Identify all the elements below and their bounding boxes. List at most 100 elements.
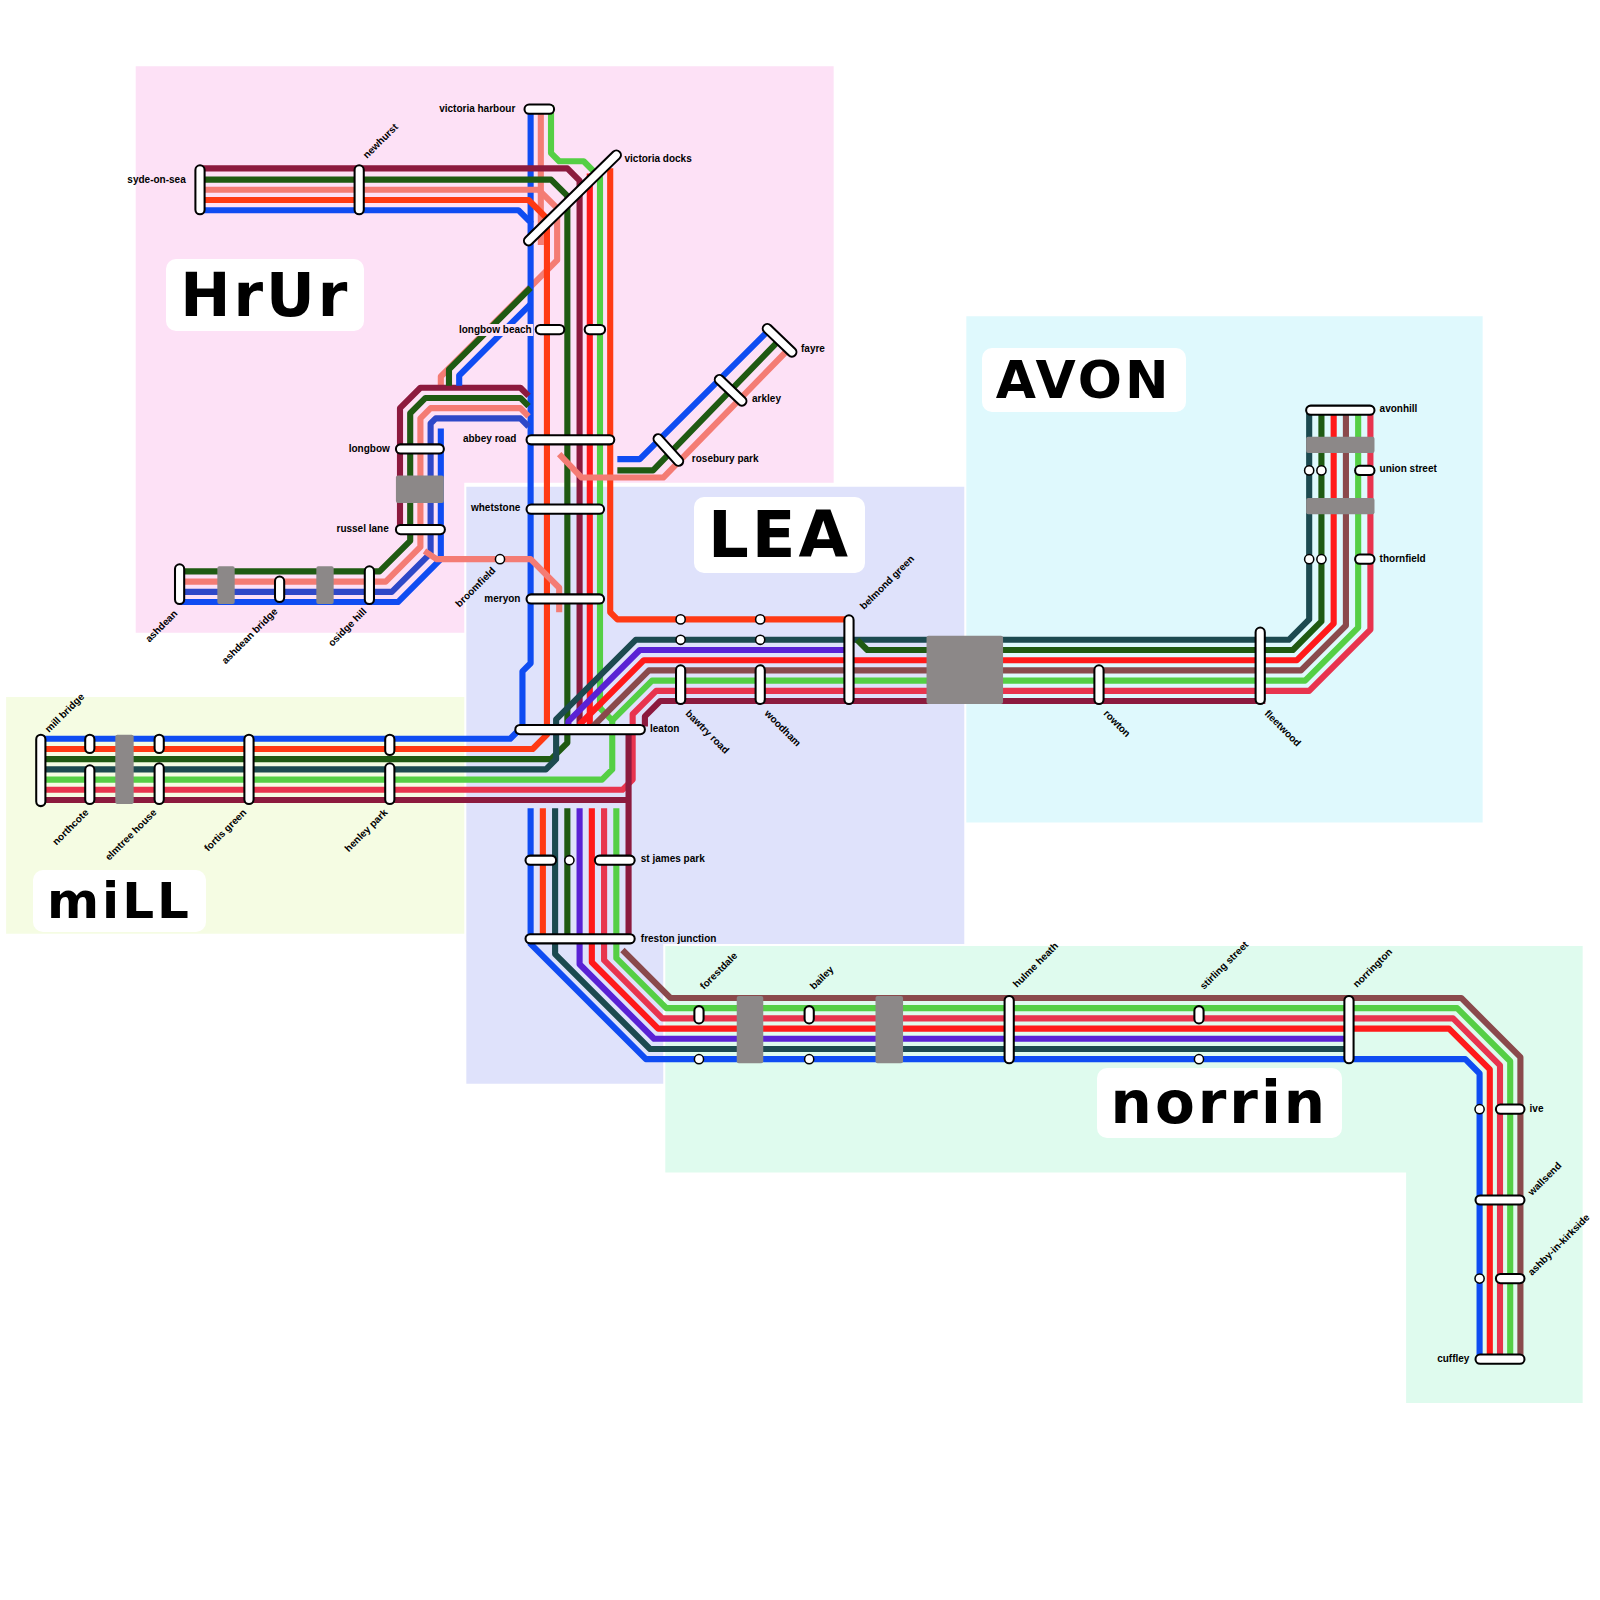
station-marker: [526, 934, 635, 943]
station-marker: [355, 165, 364, 214]
station-dot: [676, 635, 685, 644]
station-dot: [1475, 1274, 1484, 1283]
metro-line: [41, 410, 1309, 769]
region-name: AVON: [996, 354, 1172, 406]
station-label: rowton: [1101, 708, 1133, 740]
region-title-box: miLL: [33, 870, 206, 932]
station-marker: [1344, 996, 1353, 1063]
station-marker: [175, 564, 184, 604]
station-marker: [275, 577, 284, 603]
station-marker: [524, 105, 554, 114]
station-dot: [1317, 555, 1326, 564]
metro-line: [587, 173, 593, 726]
station-marker: [1306, 406, 1374, 415]
station-label: hulme heath: [1011, 940, 1061, 990]
station-marker-outline: [529, 155, 617, 241]
station-dot: [1475, 1105, 1484, 1114]
station-label: ashby-in-kirkside: [1525, 1212, 1592, 1279]
region-name: LEA: [708, 503, 851, 567]
station-label: elmtree house: [103, 807, 159, 863]
station-marker: [767, 329, 791, 352]
station-label: newhurst: [361, 121, 401, 161]
region-area: [6, 697, 464, 934]
station-marker: [805, 1006, 814, 1023]
station-marker: [244, 735, 253, 804]
station-label: cuffley: [1437, 1353, 1469, 1365]
interchange-block: [217, 566, 234, 604]
station-label: union street: [1380, 463, 1437, 475]
station-marker: [595, 856, 635, 865]
metro-line: [41, 210, 531, 739]
metro-line: [180, 418, 529, 591]
region-name: norrin: [1111, 1074, 1329, 1132]
station-marker: [1496, 1105, 1525, 1114]
station-label: avonhill: [1380, 403, 1418, 415]
station-marker-outline: [767, 329, 791, 352]
station-label: mill bridge: [43, 691, 87, 735]
station-marker: [536, 325, 565, 334]
station-label: forestdale: [698, 950, 740, 992]
station-marker: [36, 735, 45, 806]
station-dot: [676, 615, 685, 624]
station-dot: [1317, 466, 1326, 475]
station-marker: [365, 566, 374, 604]
metro-line: [616, 808, 1510, 1359]
station-marker: [526, 856, 557, 865]
metro-line: [531, 808, 1480, 1359]
metro-line: [180, 398, 529, 571]
interchange-block: [316, 566, 333, 604]
station-marker-outline: [719, 380, 741, 401]
station-label: st james park: [641, 853, 705, 865]
region-name: miLL: [47, 876, 192, 926]
metro-line: [41, 410, 1371, 790]
station-marker: [385, 763, 394, 804]
station-label: bawtry road: [682, 708, 731, 757]
station-dot: [1194, 1055, 1203, 1064]
interchange-block: [115, 735, 133, 804]
interchange-block: [876, 996, 904, 1063]
station-marker: [1194, 1006, 1203, 1023]
station-dot: [756, 615, 765, 624]
interchange-block: [1306, 437, 1374, 453]
station-label: belmond green: [858, 553, 917, 612]
station-label: ive: [1530, 1103, 1544, 1115]
station-marker: [719, 380, 741, 401]
station-marker: [195, 165, 204, 214]
station-dot: [1305, 555, 1314, 564]
station-label: thornfield: [1380, 553, 1426, 565]
station-label: ashdean bridge: [219, 606, 280, 667]
station-marker: [529, 155, 617, 241]
station-label: victoria harbour: [439, 103, 515, 115]
station-dot: [694, 1055, 703, 1064]
station-marker: [756, 665, 765, 704]
region-title-box: norrin: [1097, 1068, 1343, 1138]
station-label: fleetwood: [1262, 708, 1303, 749]
metro-line: [857, 410, 1321, 650]
station-marker: [527, 505, 605, 514]
station-marker-outline: [658, 439, 678, 461]
station-marker: [694, 1006, 703, 1023]
station-label: longbow: [349, 443, 390, 455]
metro-line: [459, 304, 530, 386]
station-label: longbow beach: [457, 324, 534, 336]
region-title-box: LEA: [694, 497, 865, 573]
region-area: [665, 946, 1582, 1403]
station-marker: [85, 765, 94, 804]
metro-line: [645, 701, 1265, 727]
station-label: victoria docks: [624, 153, 691, 165]
station-marker: [155, 763, 164, 804]
station-label: whetstone: [471, 502, 520, 514]
station-marker: [1355, 466, 1374, 475]
station-label: stirling street: [1198, 939, 1251, 992]
station-label: norrington: [1351, 946, 1395, 990]
station-dot: [805, 1055, 814, 1064]
region-title-box: HrUr: [166, 259, 364, 331]
station-label: russel lane: [337, 523, 389, 535]
region-area: [966, 316, 1482, 822]
station-label: rosebury park: [692, 453, 759, 465]
station-label: freston junction: [641, 933, 717, 945]
metro-line: [626, 731, 632, 939]
metro-line: [559, 350, 788, 478]
metro-line: [555, 808, 1349, 1049]
